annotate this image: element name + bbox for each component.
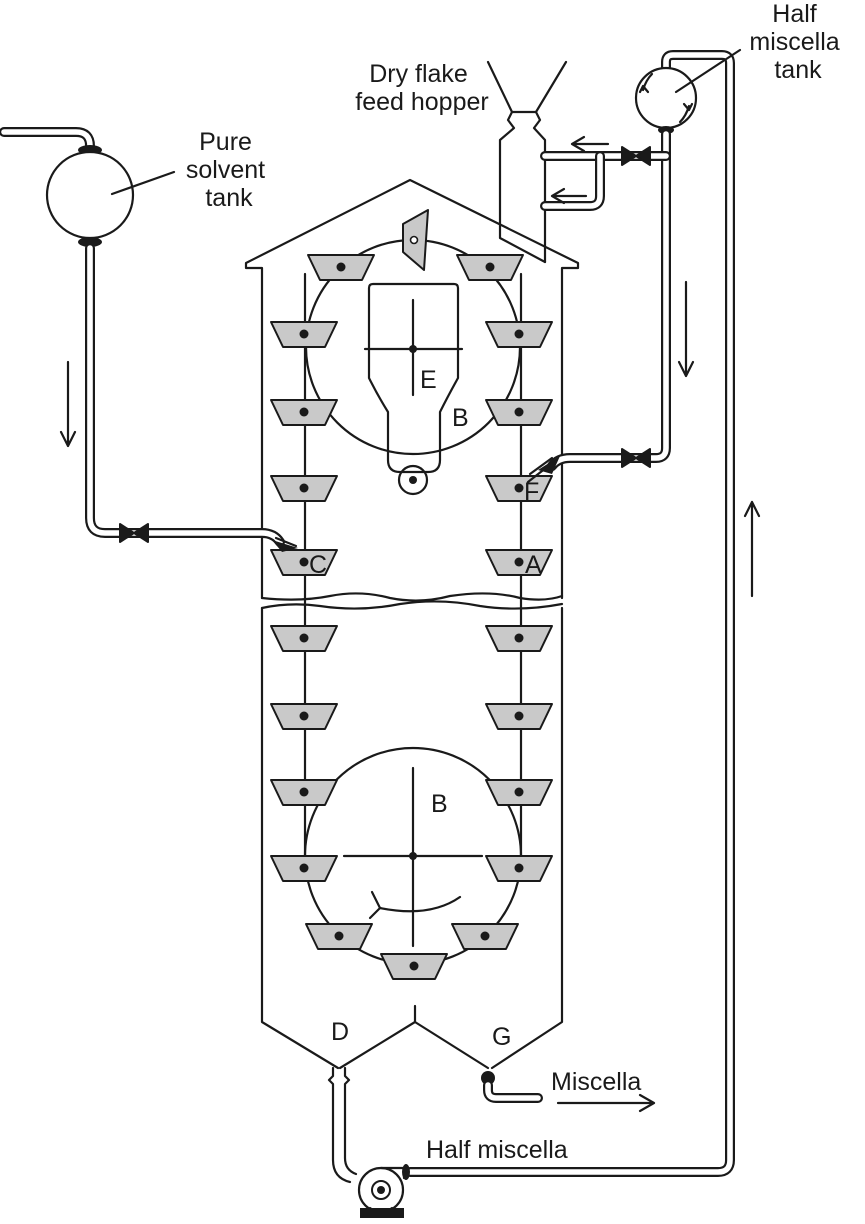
bucket <box>485 703 553 730</box>
label-f: F <box>524 478 539 506</box>
bucket <box>485 779 553 806</box>
bucket <box>270 475 338 502</box>
label-c: C <box>309 551 327 579</box>
label-e: E <box>420 366 437 394</box>
dry-flake-feed-hopper-label: Dry flake feed hopper <box>355 60 488 116</box>
valve-icon <box>621 448 651 468</box>
half-miscella-label: Half miscella <box>426 1136 568 1164</box>
bucket <box>270 855 338 882</box>
label-g: G <box>492 1023 511 1051</box>
label-d: D <box>331 1018 349 1046</box>
bucket <box>270 321 338 348</box>
bucket <box>270 703 338 730</box>
outlet-g <box>481 1071 656 1113</box>
pure-solvent-tank <box>0 127 135 247</box>
drain-d <box>327 1066 358 1184</box>
bottom-wheel <box>303 746 523 966</box>
pure-solvent-tank-label: Pure solvent tank <box>186 128 272 212</box>
feed-hopper <box>486 60 568 264</box>
circulation-pump <box>357 1164 410 1218</box>
arrow-down-icon <box>677 280 695 378</box>
top-wheel <box>304 209 522 496</box>
label-a: A <box>525 551 542 579</box>
bucket <box>485 855 553 882</box>
bucket <box>305 923 373 950</box>
half-miscella-tank-label: Half miscella tank <box>749 0 846 84</box>
label-b-bottom: B <box>431 790 448 818</box>
leader-lines <box>110 48 742 196</box>
bucket <box>485 549 553 576</box>
bucket <box>485 399 553 426</box>
arrow-down-icon <box>59 360 77 448</box>
bucket <box>270 399 338 426</box>
flow-arrows <box>59 280 761 598</box>
half-miscella-tank <box>405 50 735 1177</box>
bucket <box>485 475 553 502</box>
bucket <box>307 254 375 281</box>
extractor-shell <box>244 178 580 1070</box>
bucket <box>485 321 553 348</box>
solvent-pipe <box>85 243 298 552</box>
bucket <box>270 779 338 806</box>
drum-e <box>367 282 460 474</box>
bucket <box>456 254 524 281</box>
bucket <box>270 625 338 652</box>
bucket <box>380 953 448 980</box>
miscella-feed-pipes <box>526 129 671 484</box>
bucket <box>485 625 553 652</box>
label-b-top: B <box>452 404 469 432</box>
valve-icon <box>621 146 651 166</box>
valve-icon <box>119 523 149 543</box>
arrow-up-icon <box>743 500 761 598</box>
miscella-label: Miscella <box>551 1068 641 1096</box>
labels: Pure solvent tank Dry flake feed hopper … <box>186 0 846 1164</box>
bucket <box>270 549 338 576</box>
bucket <box>451 923 519 950</box>
